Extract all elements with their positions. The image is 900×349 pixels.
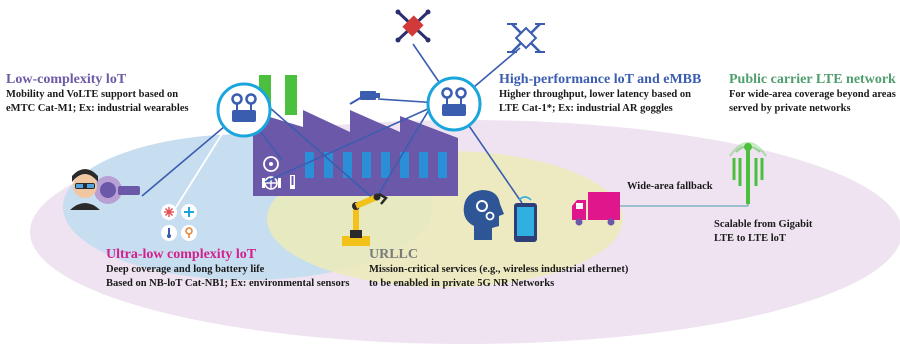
public-lte-block: Public carrier LTE network For wide-area…	[729, 71, 896, 116]
factory-icon	[253, 75, 458, 196]
urllc-block: URLLC Mission-critical services (e.g., w…	[369, 246, 628, 291]
ai-head-icon	[463, 190, 504, 240]
truck-icon	[572, 192, 620, 226]
low-iot-title: Low-complexity loT	[6, 72, 127, 87]
router-icon-right	[426, 76, 482, 132]
ultra-low-iot-line2: Based on NB-loT Cat-NB1; Ex: environment…	[106, 278, 350, 289]
camera-icon	[349, 91, 380, 105]
high-iot-line2: LTE Cat-1*; Ex: industrial AR goggles	[499, 103, 673, 114]
router-icon-left	[216, 82, 272, 138]
scalable-line2: LTE to LTE loT	[714, 233, 786, 244]
fallback-label: Wide-area fallback	[627, 181, 713, 192]
meter-icon	[262, 156, 295, 190]
cell-tower-icon	[729, 141, 767, 204]
public-lte-line2: served by private networks	[729, 103, 851, 114]
scalable-line1: Scalable from Gigabit	[714, 219, 813, 230]
scalable-block: Scalable from Gigabit LTE to LTE loT	[714, 218, 812, 246]
low-iot-line2: eMTC Cat-M1; Ex: industrial wearables	[6, 103, 189, 114]
sensor-icon	[161, 204, 197, 241]
smartphone-icon	[514, 196, 537, 242]
urllc-line1: Mission-critical services (e.g., wireles…	[369, 264, 629, 275]
ultra-low-iot-title: Ultra-low complexity loT	[106, 247, 257, 262]
worker-icon	[70, 169, 140, 210]
low-iot-block: Low-complexity loT Mobility and VoLTE su…	[6, 71, 189, 116]
drone-icon-red	[395, 9, 431, 43]
public-lte-line1: For wide-area coverage beyond areas	[729, 89, 896, 100]
ultra-low-iot-block: Ultra-low complexity loT Deep coverage a…	[106, 246, 349, 291]
drone-icon-blue	[507, 23, 545, 53]
high-iot-block: High-performance loT and eMBB Higher thr…	[499, 71, 701, 116]
public-lte-title: Public carrier LTE network	[729, 72, 896, 87]
robot-arm-icon	[342, 192, 388, 246]
urllc-title: URLLC	[369, 247, 419, 262]
high-iot-title: High-performance loT and eMBB	[499, 72, 702, 87]
urllc-line2: to be enabled in private 5G NR Networks	[369, 278, 555, 289]
low-iot-line1: Mobility and VoLTE support based on	[6, 89, 179, 100]
ultra-low-iot-line1: Deep coverage and long battery life	[106, 264, 265, 275]
high-iot-line1: Higher throughput, lower latency based o…	[499, 89, 691, 100]
